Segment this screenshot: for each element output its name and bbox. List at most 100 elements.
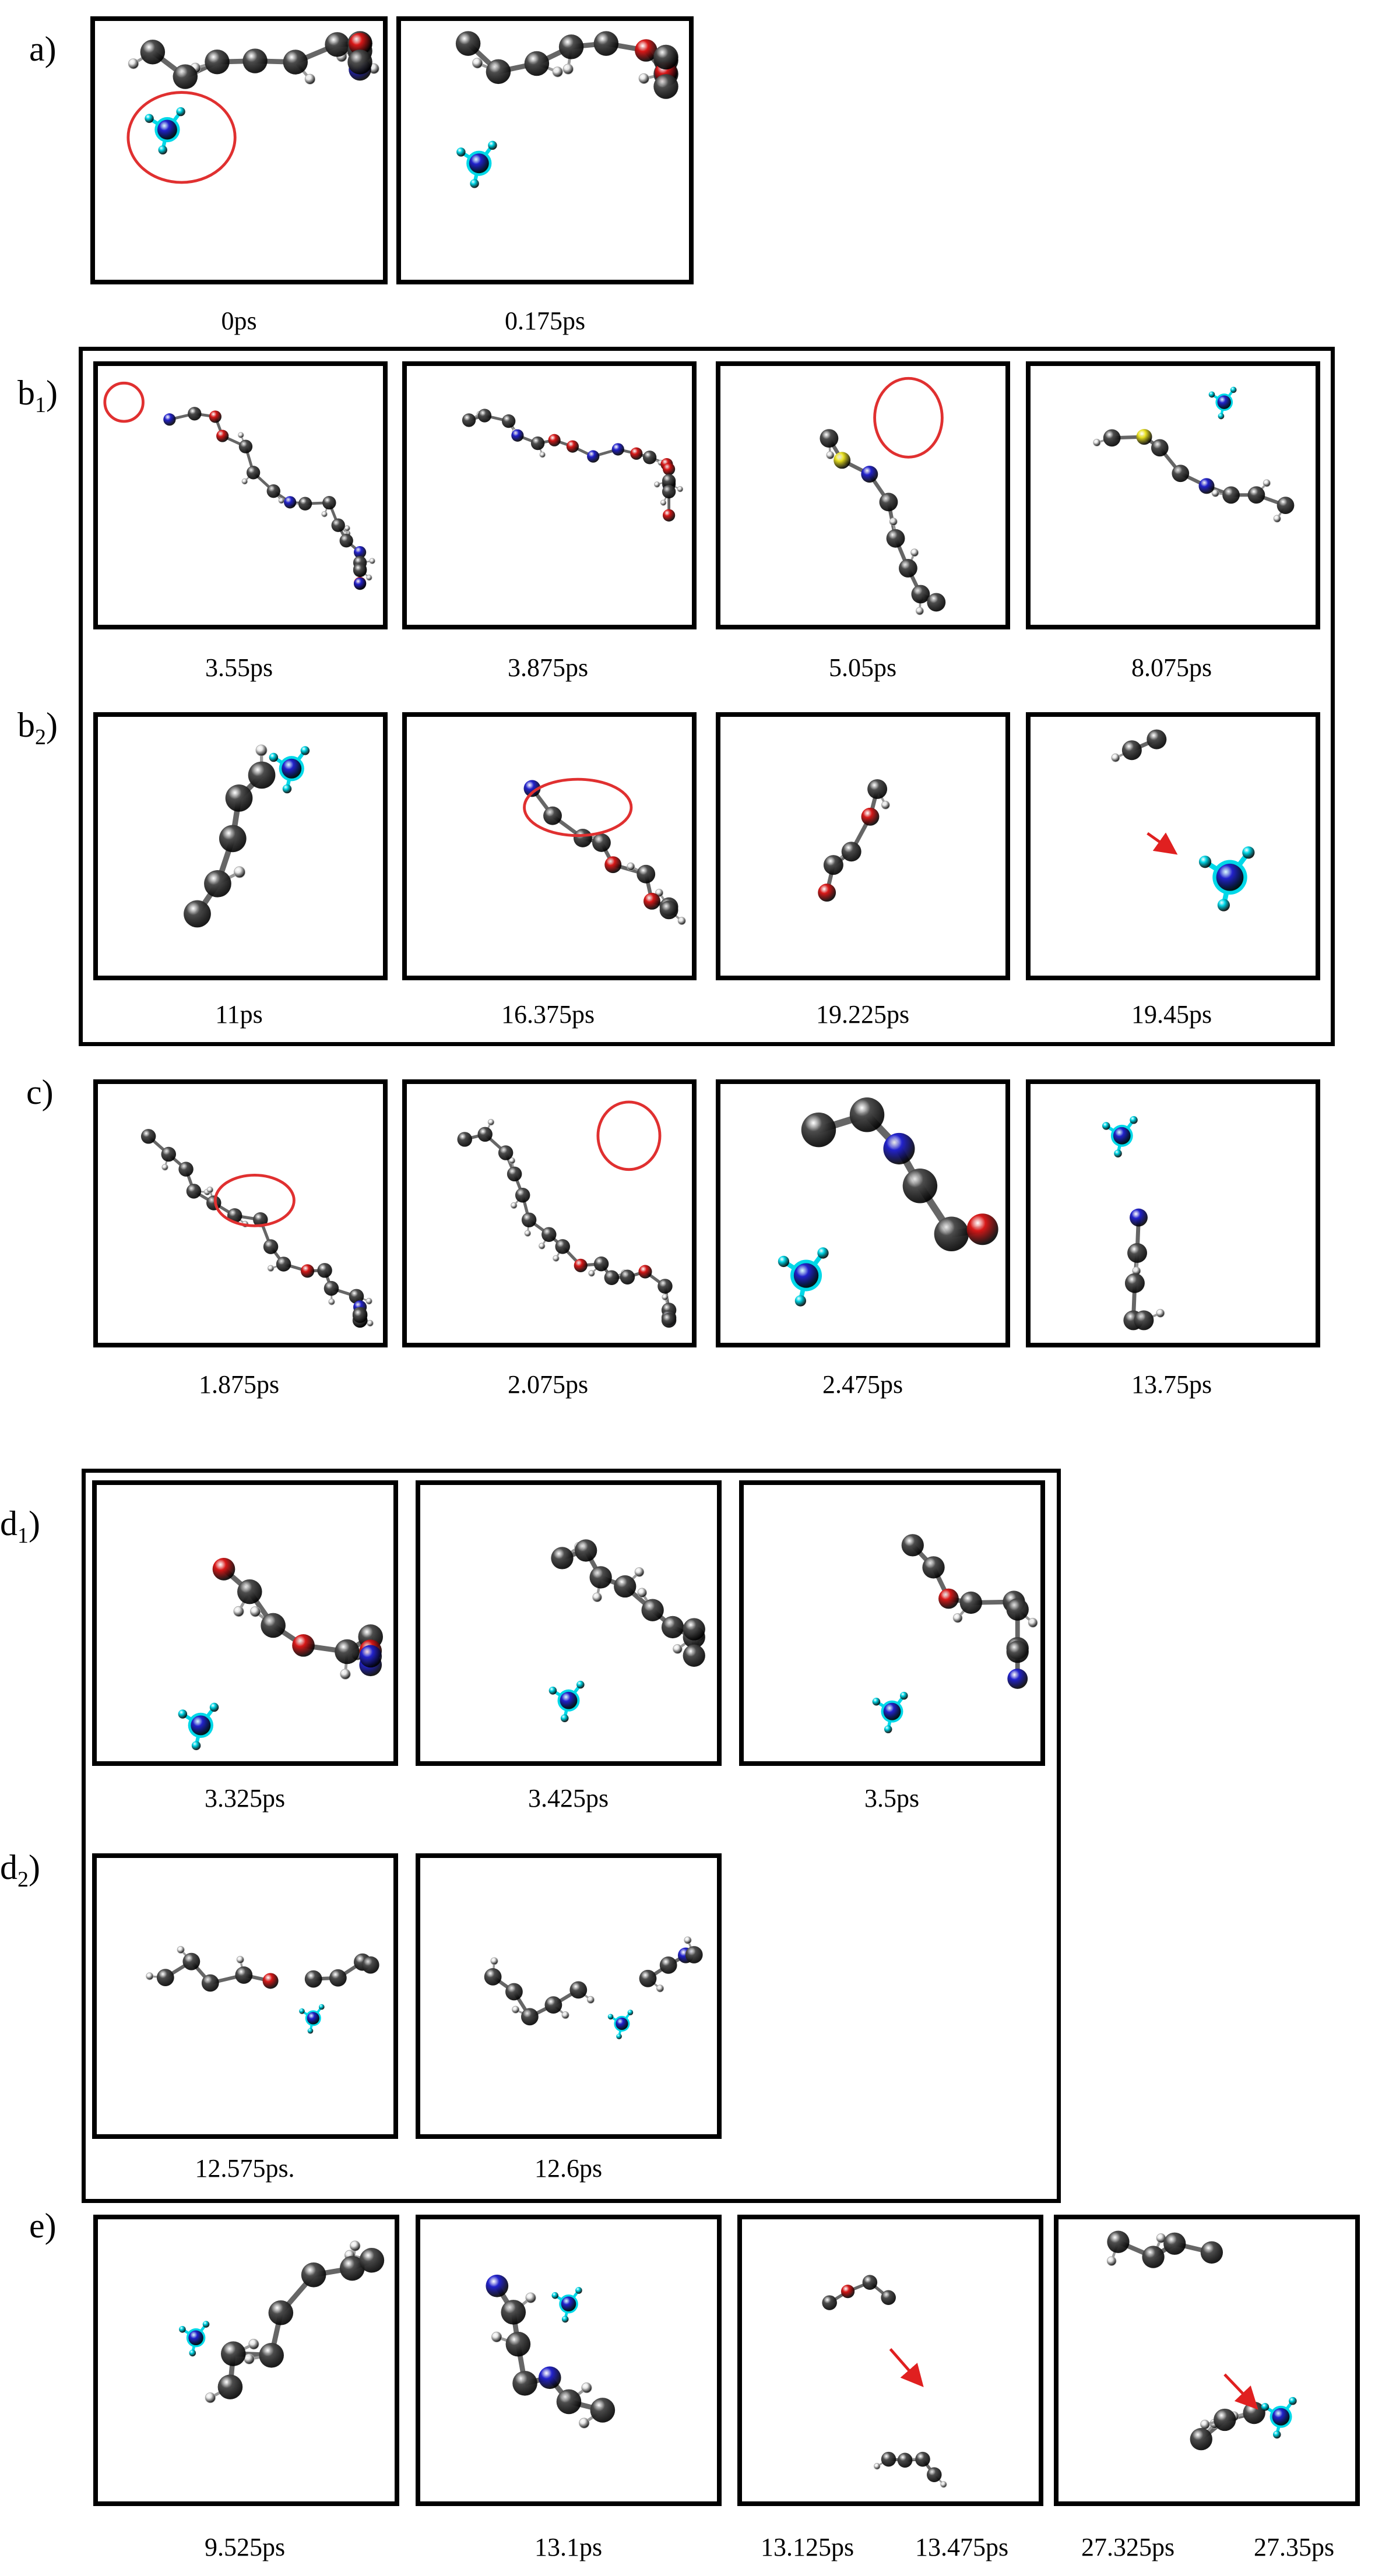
carbon-atom (862, 2275, 878, 2290)
carbon-atom (331, 518, 345, 532)
highlight-hydrogen-atom (209, 1702, 219, 1712)
carbon-atom (915, 2451, 930, 2467)
nitrogen-atom (284, 496, 297, 509)
highlight-hydrogen-atom (1289, 2396, 1297, 2405)
carbon-atom (544, 1996, 562, 2014)
molecule-panel (1054, 2215, 1360, 2506)
highlight-hydrogen-atom (158, 145, 167, 154)
hydrogen-atom (1156, 1308, 1165, 1318)
hydrogen-atom (1273, 515, 1281, 523)
carbon-atom (263, 1239, 279, 1254)
row-label-b1-sub: 1 (35, 393, 46, 417)
carbon-atom (477, 409, 492, 423)
carbon-atom (881, 2451, 896, 2467)
carbon-atom (543, 806, 562, 825)
hydrogen-atom (236, 1955, 244, 1964)
carbon-atom (589, 1566, 612, 1589)
carbon-atom (1142, 2246, 1165, 2268)
carbon-atom (662, 474, 676, 488)
carbon-atom (1006, 1641, 1029, 1663)
carbon-atom (353, 563, 367, 578)
highlight-hydrogen-atom (191, 1741, 201, 1750)
carbon-atom (339, 534, 353, 548)
nitrogen-atom (163, 413, 176, 426)
hydrogen-atom (539, 1243, 546, 1250)
carbon-atom (242, 48, 268, 73)
oxygen-atom (292, 1634, 315, 1657)
ammonia-nitrogen-atom (191, 1715, 211, 1736)
oxygen-atom (662, 509, 676, 522)
carbon-atom (339, 2255, 365, 2281)
carbon-atom (259, 2342, 284, 2368)
hydrogen-atom (491, 2331, 502, 2343)
hydrogen-atom (1093, 438, 1101, 447)
hydrogen-atom (1263, 479, 1271, 487)
hydrogen-atom (952, 1613, 963, 1623)
hydrogen-atom (581, 2382, 592, 2394)
nitrogen-atom (511, 429, 524, 442)
molecule-panel (93, 1079, 388, 1347)
group-frame-d (82, 1469, 1061, 2203)
oxygen-atom (841, 2285, 855, 2299)
carbon-atom (879, 492, 898, 512)
highlight-hydrogen-atom (1102, 1122, 1110, 1130)
molecule-graphic (184, 744, 310, 928)
highlight-hydrogen-atom (202, 2321, 210, 2328)
carbon-atom (204, 870, 231, 898)
nitrogen-atom (486, 2274, 509, 2297)
carbon-atom (1121, 740, 1142, 761)
carbon-atom (683, 1618, 705, 1641)
carbon-atom (220, 2341, 246, 2366)
carbon-atom (555, 1239, 570, 1254)
molecule-graphic (872, 1534, 1038, 1733)
carbon-atom (501, 414, 516, 428)
molecule-panel (739, 1480, 1045, 1766)
nitrogen-atom (587, 450, 600, 463)
carbon-atom (822, 2295, 837, 2310)
carbon-atom (922, 1556, 945, 1579)
carbon-atom (182, 1952, 201, 1970)
molecule-graphic (820, 376, 946, 615)
carbon-atom (335, 1639, 360, 1664)
hydrogen-atom (915, 607, 924, 615)
ammonia-nitrogen-atom (560, 1691, 578, 1709)
hydrogen-atom (365, 1297, 372, 1305)
row-label-b2: b2) (17, 705, 58, 750)
hydrogen-atom (539, 451, 546, 458)
row-label-d2-sub: 2 (17, 1867, 29, 1892)
carbon-atom (217, 2374, 243, 2399)
carbon-atom (1172, 464, 1190, 483)
carbon-atom (347, 50, 372, 75)
row-label-d1-paren: ) (29, 1504, 40, 1543)
carbon-atom (1200, 2241, 1223, 2264)
highlight-hydrogen-atom (616, 2033, 622, 2040)
hydrogen-atom (677, 486, 684, 492)
highlight-hydrogen-atom (794, 1295, 807, 1307)
nitrogen-atom (1007, 1669, 1028, 1689)
molecule-panel (93, 2215, 399, 2506)
carbon-atom (498, 1145, 514, 1160)
carbon-atom (1190, 2427, 1212, 2451)
carbon-atom (1107, 2230, 1130, 2253)
molecule-graphic (126, 31, 379, 184)
hydrogen-atom (881, 800, 890, 810)
hydrogen-atom (1200, 2419, 1210, 2430)
hydrogen-atom (177, 1945, 185, 1954)
molecule-graphic (818, 779, 890, 902)
hydrogen-atom (1111, 753, 1120, 762)
molecule-graphic (462, 409, 684, 522)
carbon-atom (161, 1146, 176, 1162)
hydrogen-atom (940, 2481, 947, 2488)
hydrogen-atom (205, 2392, 216, 2403)
carbon-atom (573, 829, 592, 847)
carbon-atom (298, 497, 312, 511)
highlight-hydrogen-atom (1114, 1149, 1122, 1157)
carbon-atom (268, 2300, 294, 2325)
carbon-atom (301, 2262, 326, 2288)
nitrogen-atom (861, 466, 878, 483)
sulfur-atom (1136, 429, 1152, 445)
reaction-arrow (1223, 2373, 1258, 2410)
hydrogen-atom (552, 66, 563, 78)
oxygen-atom (574, 1258, 588, 1272)
carbon-atom (911, 585, 930, 604)
